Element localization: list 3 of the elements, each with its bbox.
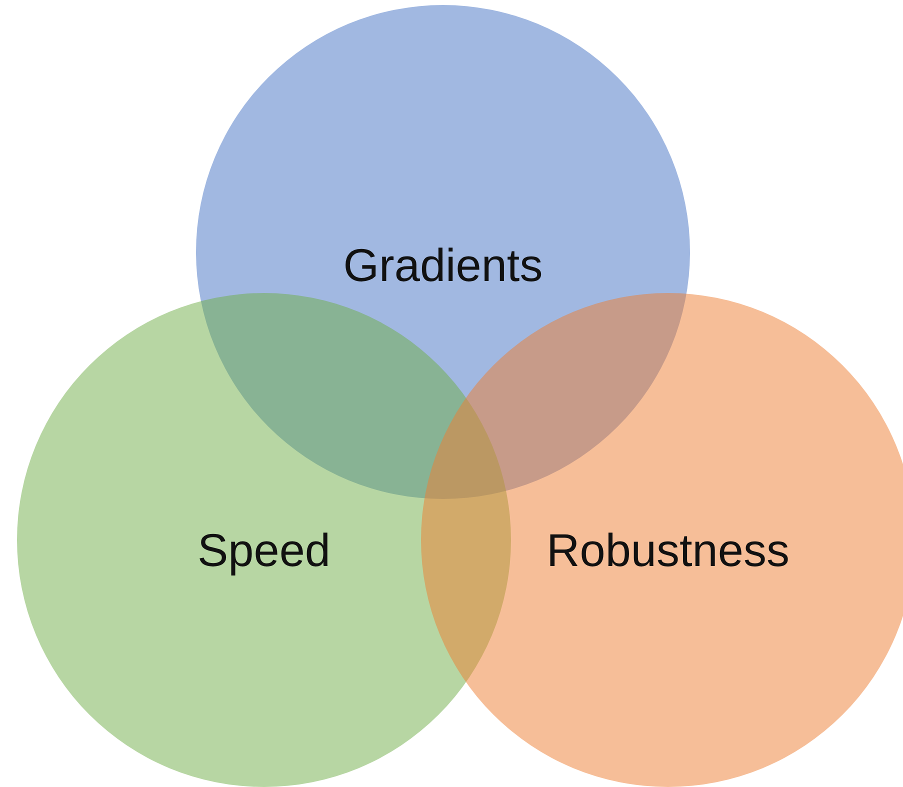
circle-label: Gradients: [343, 238, 543, 292]
circle-label: Speed: [197, 523, 330, 577]
circle-label: Robustness: [546, 523, 790, 577]
